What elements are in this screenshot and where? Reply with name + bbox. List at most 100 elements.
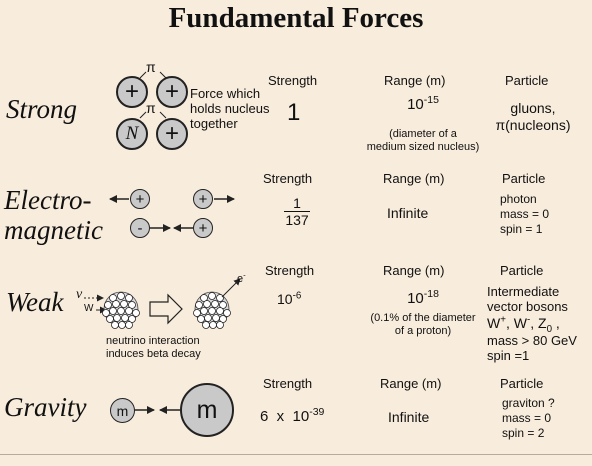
w-minus: W — [513, 315, 527, 331]
w-minus-charge: - — [526, 314, 531, 326]
w-plus-charge: + — [500, 314, 506, 326]
range-base: 10 — [407, 96, 424, 113]
header-range: Range (m) — [383, 263, 445, 278]
plus-sign: + — [124, 78, 139, 105]
desc-line: holds nucleus — [190, 101, 270, 116]
particle-line: spin = 1 — [500, 222, 543, 236]
plus-sign: + — [198, 219, 208, 237]
range-exponent: -18 — [423, 288, 439, 300]
strong-strength: 1 — [287, 99, 301, 126]
em-particle: photon mass = 0 spin = 1 — [500, 192, 549, 237]
particle-line: π(nucleons) — [495, 117, 571, 133]
weak-range: 10-18 — [356, 288, 490, 307]
neutrino-label: ν — [76, 287, 83, 302]
force-name-gravity: Gravity — [4, 392, 87, 422]
minus-sign: - — [137, 219, 143, 237]
header-particle: Particle — [500, 263, 544, 278]
note-line: medium sized nucleus) — [366, 141, 480, 153]
particle-line: spin =1 — [487, 348, 530, 363]
page-title: Fundamental Forces — [168, 2, 424, 34]
pion-label-middle: π — [146, 100, 156, 116]
header-range: Range (m) — [380, 376, 442, 391]
weak-particle: Intermediate vector bosons W+, W-, Z0 , … — [487, 284, 577, 363]
proton-bottom-right: + — [156, 118, 188, 150]
header-range: Range (m) — [383, 171, 445, 186]
strong-range-note: (diameter of a medium sized nucleus) — [358, 128, 488, 154]
header-strength: Strength — [263, 171, 313, 186]
em-range: Infinite — [387, 205, 429, 221]
particle-line: Intermediate — [487, 284, 560, 299]
force-name-electromagnetic: Electro- magnetic — [4, 185, 103, 245]
weak-range-note: (0.1% of the diameter of a proton) — [356, 312, 490, 338]
mass-label: m — [196, 395, 218, 424]
w-label: W — [84, 303, 94, 314]
strong-range: 10-15 — [362, 94, 484, 113]
plus-sign: + — [164, 78, 179, 105]
z-boson-sub: 0 — [546, 323, 553, 335]
particle-line: mass = 0 — [500, 207, 550, 221]
gravity-strength: 6 x 10-39 — [260, 406, 325, 425]
strength-base: 6 x 10 — [260, 408, 310, 425]
caption-line: induces beta decay — [106, 348, 201, 360]
weak-caption: neutrino interaction induces beta decay — [106, 335, 201, 361]
range-exponent: -15 — [423, 94, 439, 106]
desc-line: Force which — [190, 86, 261, 101]
header-particle: Particle — [505, 73, 549, 88]
header-particle: Particle — [500, 376, 544, 391]
range-base: 10 — [407, 290, 424, 307]
particle-line: gluons, — [510, 100, 556, 116]
particle-line: mass = 0 — [502, 411, 552, 425]
particle-line: graviton ? — [502, 396, 555, 410]
force-name-strong: Strong — [6, 94, 78, 124]
positive-charge: + — [193, 189, 213, 209]
strength-base: 10 — [277, 291, 293, 307]
positive-charge: + — [193, 218, 213, 238]
note-line: (diameter of a — [389, 128, 457, 140]
desc-line: together — [190, 116, 238, 131]
header-particle: Particle — [502, 171, 546, 186]
fraction-numerator: 1 — [293, 195, 301, 211]
particle-line: photon — [500, 192, 537, 206]
particle-line: mass > 80 GeV — [487, 333, 577, 348]
large-mass: m — [180, 383, 234, 437]
header-range: Range (m) — [384, 73, 446, 88]
bottom-divider — [0, 454, 592, 455]
positive-charge: + — [130, 189, 150, 209]
neutron-label: N — [125, 123, 139, 144]
plus-sign: + — [135, 190, 145, 208]
plus-sign: + — [164, 120, 179, 147]
boson-list: W+, W-, Z0 , — [487, 314, 560, 335]
note-line: of a proton) — [394, 325, 452, 337]
gravity-range: Infinite — [388, 409, 430, 425]
plus-sign: + — [198, 190, 208, 208]
name-line: Electro- — [4, 185, 92, 215]
name-line: magnetic — [4, 215, 103, 245]
electron-symbol: e — [237, 273, 244, 285]
electron-charge: - — [243, 270, 246, 280]
w-plus: W — [487, 315, 501, 331]
strong-particle: gluons, π(nucleons) — [488, 100, 578, 134]
fraction-bar — [284, 211, 310, 212]
gravity-particle: graviton ? mass = 0 spin = 2 — [502, 396, 555, 441]
mass-label: m — [116, 402, 129, 419]
note-line: (0.1% of the diameter — [370, 312, 476, 324]
particle-line: vector bosons — [487, 299, 568, 314]
pion-label-top: π — [146, 59, 156, 75]
neutron: N — [116, 118, 148, 150]
proton-top-right: + — [156, 76, 188, 108]
force-name-weak: Weak — [6, 287, 64, 317]
fraction-denominator: 137 — [285, 212, 309, 228]
weak-strength: 10-6 — [277, 291, 301, 307]
negative-charge: - — [130, 218, 150, 238]
proton-top-left: + — [116, 76, 148, 108]
electron-label: e- — [237, 270, 246, 285]
header-strength: Strength — [263, 376, 313, 391]
strong-description: Force which holds nucleus together — [190, 86, 270, 131]
strength-exponent: -6 — [292, 290, 302, 302]
header-strength: Strength — [265, 263, 315, 278]
strength-exponent: -39 — [309, 406, 325, 418]
header-strength: Strength — [268, 73, 318, 88]
